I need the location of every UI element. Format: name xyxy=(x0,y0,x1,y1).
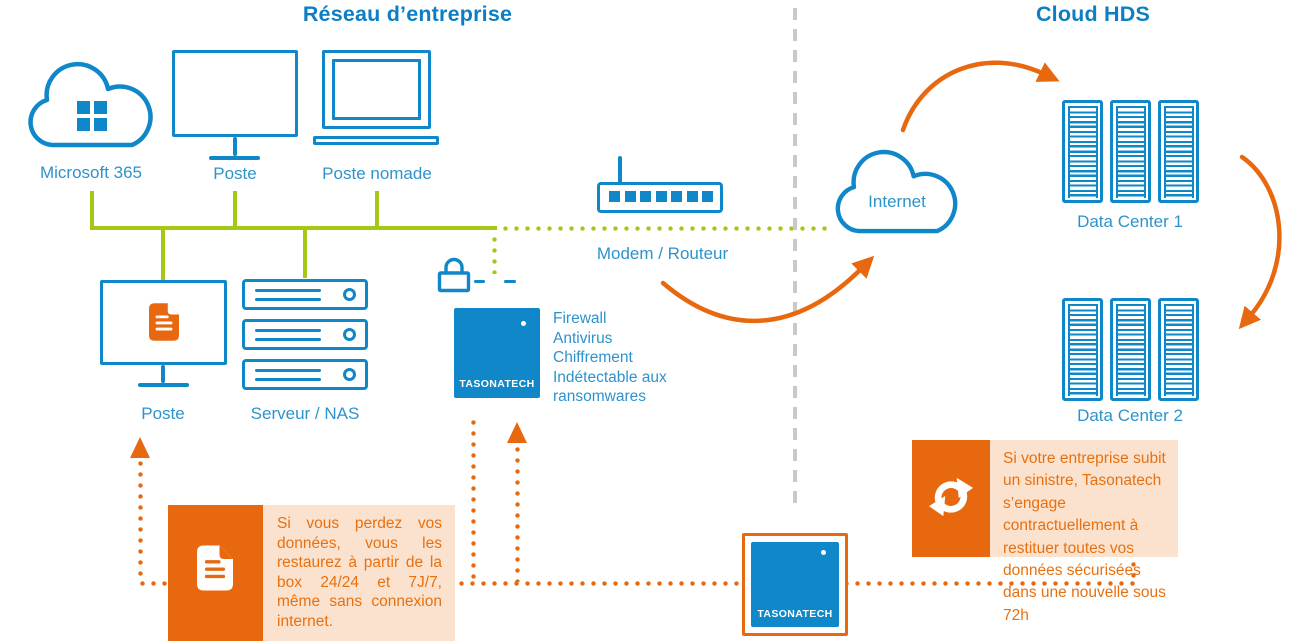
lan-line-vertical-ms365 xyxy=(90,191,94,229)
laptop-screen xyxy=(332,59,421,120)
restore-callout-icon-box xyxy=(168,505,263,641)
server-rack-icon xyxy=(1110,100,1151,203)
microsoft-logo-icon xyxy=(77,101,107,131)
server-unit-icon xyxy=(242,319,368,350)
lan-line-vertical-serveur xyxy=(303,226,307,278)
label-modem-routeur: Modem / Routeur xyxy=(596,244,729,263)
tasonatech-appliance-box: TASONATECH xyxy=(454,308,540,398)
backup-arrow-to-appliance xyxy=(507,422,527,443)
laptop-icon xyxy=(322,50,431,129)
label-poste2: Poste xyxy=(141,404,185,423)
tasonatech-backup-box-frame: TASONATECH xyxy=(742,533,848,636)
sync-icon xyxy=(928,477,974,517)
desktop-monitor-icon xyxy=(172,50,298,137)
label-poste: Poste xyxy=(213,164,257,183)
sinister-callout-text: Si votre entreprise subit un sinistre, T… xyxy=(990,440,1178,624)
label-serveur-nas: Serveur / NAS xyxy=(250,404,360,423)
monitor2-stand xyxy=(161,365,165,383)
appliance-features-text: Firewall Antivirus Chiffrement Indétecta… xyxy=(553,310,667,406)
tasonatech-brand: TASONATECH xyxy=(757,608,833,620)
label-internet: Internet xyxy=(868,192,926,211)
server-rack-icon xyxy=(1158,298,1199,401)
restore-callout-text: Si vous perdez vos données, vous les res… xyxy=(263,505,455,641)
monitor2-base xyxy=(138,383,189,387)
server-unit-icon xyxy=(242,359,368,390)
label-microsoft365: Microsoft 365 xyxy=(39,163,143,182)
internet-cloud-icon xyxy=(835,149,958,234)
lan-line-vertical-poste2 xyxy=(161,226,165,280)
desktop-monitor2-icon xyxy=(100,280,227,365)
zone-divider-dashed xyxy=(793,8,797,505)
sinister-callout-icon-box xyxy=(912,440,990,557)
backup-dotted-bus xyxy=(137,581,1136,586)
lan-line-vertical-poste xyxy=(233,191,237,229)
lan-dotted-drop-to-lock xyxy=(492,234,497,274)
server-rack-icon xyxy=(1158,100,1199,203)
label-poste-nomade: Poste nomade xyxy=(322,164,432,183)
arrow-internet-to-dc1 xyxy=(900,60,1060,133)
server-rack-icon xyxy=(1062,100,1103,203)
lan-dotted-line-to-internet xyxy=(500,226,830,231)
monitor-base xyxy=(209,156,260,160)
label-datacenter2: Data Center 2 xyxy=(1077,406,1183,425)
lock-dash xyxy=(474,280,485,284)
monitor-stand xyxy=(233,137,237,156)
lock-dash xyxy=(504,280,516,284)
server-unit-icon xyxy=(242,279,368,310)
server-rack-icon xyxy=(1062,298,1103,401)
lan-line-vertical-nomade xyxy=(375,191,379,229)
tasonatech-brand: TASONATECH xyxy=(459,378,535,390)
backup-arrow-to-poste xyxy=(130,437,150,458)
microsoft365-cloud-icon xyxy=(28,61,153,148)
server-rack-icon xyxy=(1110,298,1151,401)
zone-title-enterprise: Réseau d’entreprise xyxy=(302,2,513,26)
datacenter2-racks xyxy=(1062,298,1199,401)
backup-dotted-drop-callout xyxy=(1131,559,1136,583)
backup-dotted-riser-box-left xyxy=(471,417,476,582)
backup-dotted-riser-poste xyxy=(138,458,143,582)
lock-icon xyxy=(437,257,471,293)
arrow-dc1-to-dc2 xyxy=(1238,154,1282,330)
status-led xyxy=(521,321,526,326)
backup-dotted-riser-box-right xyxy=(515,444,520,582)
status-led xyxy=(821,550,826,555)
laptop-base xyxy=(313,136,439,145)
document-icon xyxy=(149,303,179,341)
modem-antenna xyxy=(618,156,622,184)
tasonatech-backup-box: TASONATECH xyxy=(751,542,839,627)
document-icon xyxy=(197,545,233,591)
label-datacenter1: Data Center 1 xyxy=(1077,212,1183,231)
zone-title-cloud-hds: Cloud HDS xyxy=(1035,2,1151,26)
datacenter1-racks xyxy=(1062,100,1199,203)
lan-bus-line xyxy=(90,226,497,230)
modem-router-icon xyxy=(597,182,723,213)
